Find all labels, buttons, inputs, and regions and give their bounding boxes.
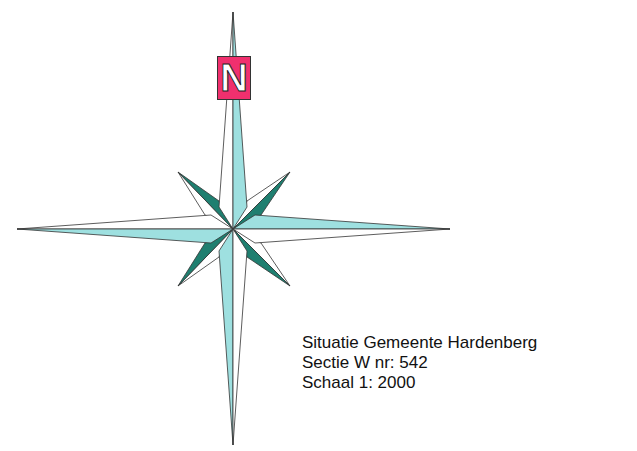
- map-note: Situatie Gemeente Hardenberg: [302, 333, 537, 353]
- north-label-box: N: [217, 56, 251, 100]
- map-note: Schaal 1: 2000: [302, 373, 537, 393]
- north-letter: N: [220, 59, 247, 97]
- map-note: Sectie W nr: 542: [302, 353, 537, 373]
- label-block: Situatie Gemeente HardenbergSectie W nr:…: [302, 333, 537, 393]
